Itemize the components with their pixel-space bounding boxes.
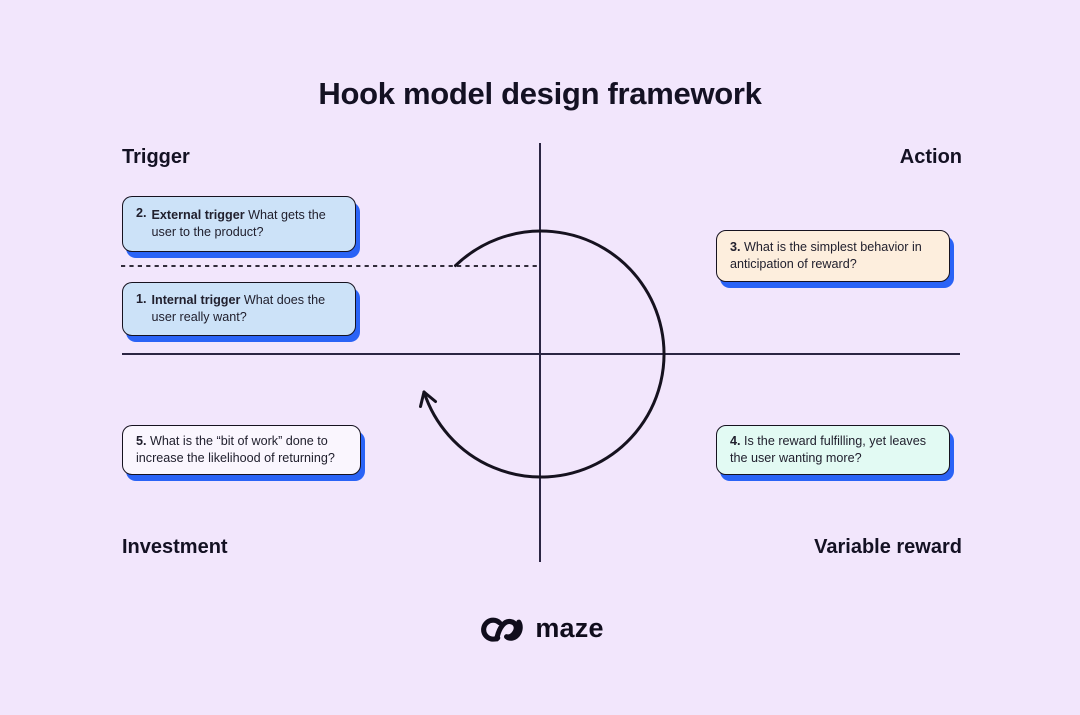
page-title: Hook model design framework bbox=[318, 76, 762, 111]
card-text: Internal trigger What does the user real… bbox=[151, 293, 326, 324]
cycle-arrowhead-icon bbox=[419, 390, 437, 408]
card-external-trigger: 2. External trigger What gets the user t… bbox=[122, 196, 356, 252]
card-number: 2. bbox=[136, 206, 147, 220]
card-text: 3. What is the simplest behavior in anti… bbox=[730, 240, 922, 271]
card-text: 5. What is the “bit of work” done to inc… bbox=[136, 434, 335, 465]
card-internal-trigger: 1. Internal trigger What does the user r… bbox=[122, 282, 356, 336]
maze-logo-text: maze bbox=[535, 612, 604, 643]
card-action: 3. What is the simplest behavior in anti… bbox=[716, 230, 950, 282]
maze-logo: maze bbox=[0, 611, 1080, 645]
cycle-arc bbox=[422, 229, 666, 479]
card-text: External trigger What gets the user to t… bbox=[151, 208, 326, 239]
quadrant-label-trigger: Trigger bbox=[122, 146, 190, 168]
quadrant-label-action: Action bbox=[899, 146, 962, 168]
card-number: 1. bbox=[136, 292, 147, 306]
card-text: 4. Is the reward fulfilling, yet leaves … bbox=[730, 434, 927, 465]
card-variable-reward: 4. Is the reward fulfilling, yet leaves … bbox=[716, 425, 950, 475]
card-investment: 5. What is the “bit of work” done to inc… bbox=[122, 425, 361, 475]
quadrant-label-investment: Investment bbox=[122, 536, 228, 558]
maze-logo-icon bbox=[481, 617, 524, 642]
quadrant-label-variable-reward: Variable reward bbox=[814, 536, 962, 558]
